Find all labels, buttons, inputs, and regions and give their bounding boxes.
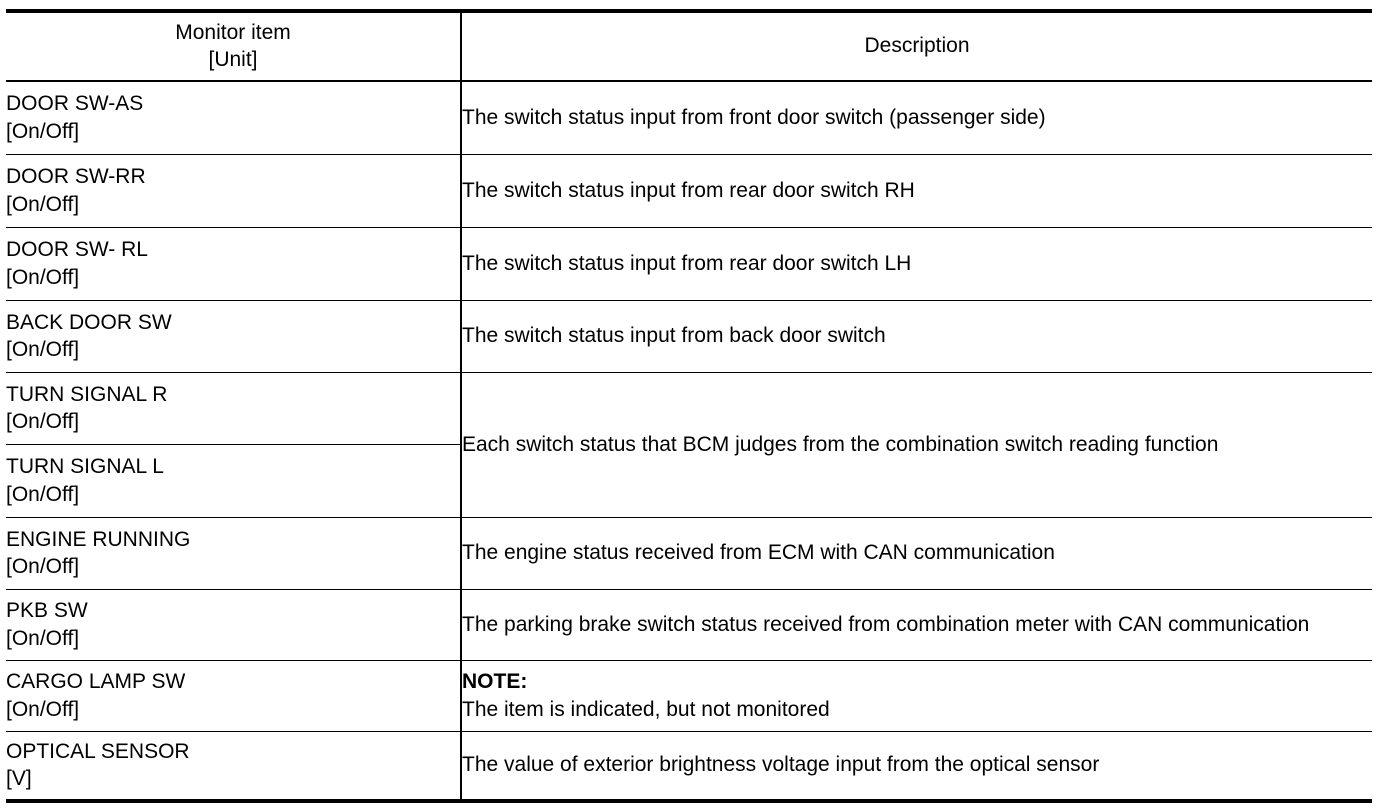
column-header-monitor-item-line1: Monitor item <box>175 20 291 44</box>
table-row: TURN SIGNAL R [On/Off] Each switch statu… <box>6 371 1372 517</box>
monitor-item-unit: [On/Off] <box>6 192 80 216</box>
monitor-item-unit: [On/Off] <box>6 555 80 578</box>
table-row: DOOR SW-AS [On/Off] The switch status in… <box>6 80 1372 154</box>
table-header-row: Monitor item [Unit] Description <box>6 11 1372 82</box>
monitor-item-table: Monitor item [Unit] Description DOOR SW-… <box>6 9 1372 803</box>
description-cell-turn-signal: Each switch status that BCM judges from … <box>461 371 1372 517</box>
table-row: TURN SIGNAL L [On/Off] <box>6 443 1372 517</box>
monitor-item-name: DOOR SW-AS <box>6 92 144 116</box>
table-row: ENGINE RUNNING [On/Off] The engine statu… <box>6 516 1372 589</box>
monitor-item-cell-cargo-lamp-sw: CARGO LAMP SW [On/Off] <box>6 659 462 731</box>
monitor-item-cell-optical-sensor: OPTICAL SENSOR [V] <box>6 730 462 801</box>
table-row: BACK DOOR SW [On/Off] The switch status … <box>6 299 1372 372</box>
monitor-item-name: PKB SW <box>6 599 88 623</box>
monitor-item-name: DOOR SW- RL <box>6 238 148 262</box>
monitor-item-unit: [On/Off] <box>6 265 80 289</box>
monitor-item-cell-door-sw-as: DOOR SW-AS [On/Off] <box>6 80 462 154</box>
table-row: OPTICAL SENSOR [V] The value of exterior… <box>6 730 1372 801</box>
column-header-description-label: Description <box>864 34 970 58</box>
description-cell-cargo-lamp-sw: NOTE: The item is indicated, but not mon… <box>461 659 1372 731</box>
description-cell-back-door-sw: The switch status input from back door s… <box>461 299 1372 372</box>
monitor-item-name: TURN SIGNAL R <box>6 382 168 406</box>
monitor-item-unit: [On/Off] <box>6 338 80 361</box>
monitor-item-unit: [On/Off] <box>6 482 80 506</box>
note-body: The item is indicated, but not monitored <box>462 697 830 721</box>
column-header-description: Description <box>461 11 1372 82</box>
monitor-item-unit: [On/Off] <box>6 697 80 721</box>
table-row: CARGO LAMP SW [On/Off] NOTE: The item is… <box>6 659 1372 731</box>
monitor-item-name: BACK DOOR SW <box>6 310 172 334</box>
note-label: NOTE: <box>462 669 528 693</box>
table-row: PKB SW [On/Off] The parking brake switch… <box>6 588 1372 660</box>
column-header-monitor-item-line2: [Unit] <box>208 47 258 71</box>
monitor-item-unit: [On/Off] <box>6 119 80 143</box>
monitor-item-unit: [On/Off] <box>6 410 80 433</box>
description-cell-door-sw-rr: The switch status input from rear door s… <box>461 153 1372 227</box>
monitor-item-name: OPTICAL SENSOR <box>6 739 190 763</box>
monitor-item-cell-door-sw-rr: DOOR SW-RR [On/Off] <box>6 153 462 227</box>
table-row: DOOR SW-RR [On/Off] The switch status in… <box>6 153 1372 227</box>
monitor-item-cell-engine-running: ENGINE RUNNING [On/Off] <box>6 516 462 589</box>
monitor-item-cell-door-sw-rl: DOOR SW- RL [On/Off] <box>6 226 462 300</box>
monitor-item-name: ENGINE RUNNING <box>6 527 191 551</box>
description-cell-optical-sensor: The value of exterior brightness voltage… <box>461 730 1372 801</box>
column-header-monitor-item: Monitor item [Unit] <box>6 11 462 82</box>
description-cell-door-sw-as: The switch status input from front door … <box>461 80 1372 154</box>
monitor-item-unit: [On/Off] <box>6 626 80 650</box>
description-cell-door-sw-rl: The switch status input from rear door s… <box>461 226 1372 300</box>
description-cell-pkb-sw: The parking brake switch status received… <box>461 588 1372 660</box>
monitor-item-name: CARGO LAMP SW <box>6 670 186 694</box>
monitor-item-cell-pkb-sw: PKB SW [On/Off] <box>6 588 462 660</box>
monitor-item-unit: [V] <box>6 767 32 791</box>
table-row: DOOR SW- RL [On/Off] The switch status i… <box>6 226 1372 300</box>
monitor-item-cell-turn-signal-l: TURN SIGNAL L [On/Off] <box>6 443 462 517</box>
description-cell-engine-running: The engine status received from ECM with… <box>461 516 1372 589</box>
monitor-item-cell-back-door-sw: BACK DOOR SW [On/Off] <box>6 299 462 372</box>
monitor-item-name: DOOR SW-RR <box>6 165 146 189</box>
monitor-item-cell-turn-signal-r: TURN SIGNAL R [On/Off] <box>6 371 462 444</box>
monitor-item-name: TURN SIGNAL L <box>6 455 164 479</box>
